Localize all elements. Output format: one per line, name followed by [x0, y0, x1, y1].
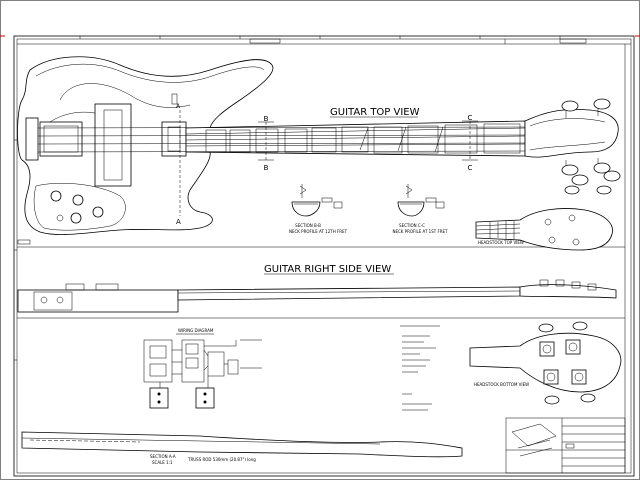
section-bb: SECTION B-B NECK PROFILE AT 12TH FRET — [289, 184, 348, 234]
section-a-marker-top: A — [176, 103, 181, 110]
wiring-diagram: WIRING DIAGRAM — [143, 328, 262, 409]
pickguard — [33, 182, 126, 231]
control-knob-4 — [92, 206, 104, 218]
neck-fretboard — [185, 120, 526, 157]
section-a-marker-bottom: A — [176, 218, 181, 226]
section-c-marker-bottom: C — [468, 164, 473, 172]
bridge-pickup — [94, 103, 132, 187]
section-b-marker-top: B — [264, 115, 269, 123]
frame-ticks — [14, 36, 561, 361]
output-jack — [56, 214, 64, 222]
tailpiece — [25, 117, 39, 161]
top-view-title: GUITAR TOP VIEW — [330, 107, 420, 118]
section-c-marker-top: C — [468, 114, 473, 122]
guitar-top-view: B B C C A A GUITAR TOP VIEW — [17, 56, 621, 235]
section-cc-caption: NECK PROFILE AT 1ST FRET — [392, 229, 448, 234]
specification-notes — [400, 325, 440, 411]
headstock-top — [524, 109, 619, 158]
headstock-top-view-label: HEADSTOCK TOP VIEW — [478, 240, 524, 245]
guitar-body-outline — [17, 56, 274, 235]
title-block — [505, 417, 626, 474]
section-cc-title: SECTION C-C — [399, 223, 425, 228]
strings — [37, 126, 531, 153]
section-bb-caption: NECK PROFILE AT 12TH FRET — [289, 229, 348, 234]
bridge — [39, 121, 83, 157]
control-knob-1 — [50, 190, 62, 202]
section-aa-scale: SCALE 1:1 — [152, 460, 173, 465]
section-b-marker-bottom: B — [264, 164, 269, 172]
section-aa: SECTION A-A SCALE 1:1 TRUSS ROD 530mm (2… — [21, 431, 463, 465]
wiring-title: WIRING DIAGRAM — [178, 328, 214, 333]
right-side-view-title: GUITAR RIGHT SIDE VIEW — [264, 264, 391, 275]
control-knob-3 — [70, 212, 82, 224]
section-aa-note: TRUSS ROD 530mm (20.87") long — [187, 457, 256, 462]
section-aa-title: SECTION A-A — [150, 454, 176, 459]
section-cc: SECTION C-C NECK PROFILE AT 1ST FRET — [392, 184, 448, 234]
tuning-pegs-top — [561, 98, 621, 195]
guitar-right-side-view: GUITAR RIGHT SIDE VIEW — [17, 264, 617, 313]
pickup-selector — [171, 93, 178, 105]
headstock-bottom-view: HEADSTOCK BOTTOM VIEW — [469, 321, 622, 405]
section-bb-title: SECTION B-B — [295, 223, 321, 228]
headstock-bottom-view-label: HEADSTOCK BOTTOM VIEW — [474, 382, 529, 387]
fret-markers — [205, 123, 521, 154]
control-knob-2 — [72, 194, 84, 206]
headstock-top-view: HEADSTOCK TOP VIEW — [475, 208, 613, 251]
